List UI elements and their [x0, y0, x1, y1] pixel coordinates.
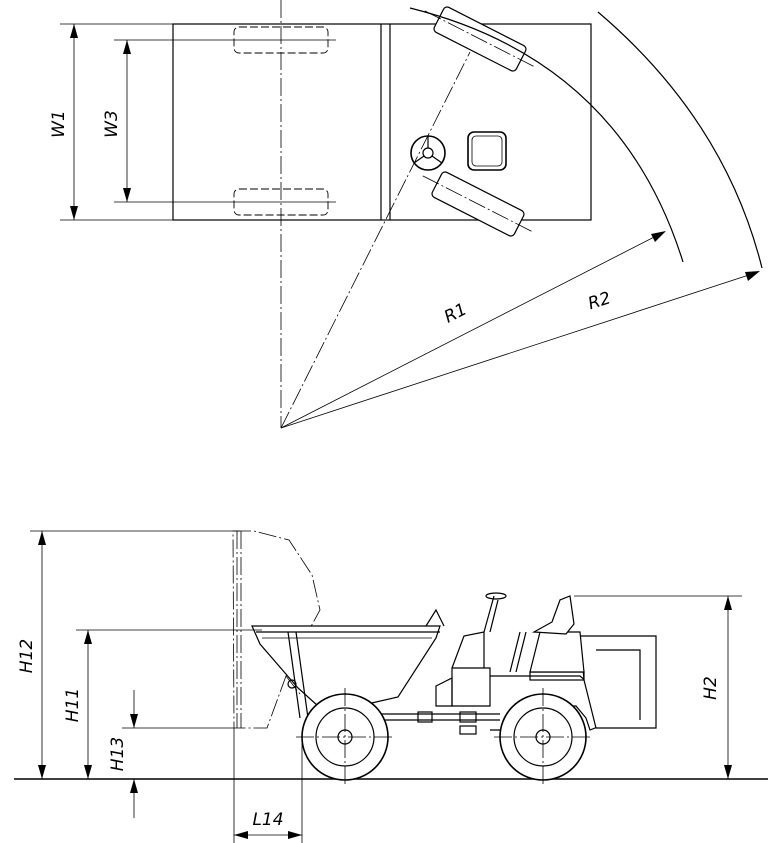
top-view: W1 W3 R1 R2 — [49, 0, 763, 429]
w3-dimension: W3 — [102, 39, 336, 203]
left-wheel — [296, 688, 394, 786]
chassis-outline — [172, 23, 592, 221]
operator-seat-icon — [467, 131, 507, 171]
l14-label: L14 — [252, 810, 283, 830]
h11-dimension: H11 — [63, 629, 262, 779]
h11-label: H11 — [63, 688, 83, 722]
r1-dimension: R1 — [280, 231, 666, 429]
h12-label: H12 — [17, 639, 37, 673]
steering-wheel-side-icon — [485, 592, 507, 600]
seat-base — [529, 631, 585, 673]
h12-dimension: H12 — [17, 530, 240, 779]
front-wheel-top — [424, 6, 536, 72]
steering-wheel-icon — [410, 135, 446, 171]
h2-label: H2 — [701, 676, 721, 700]
raised-skip-outline — [232, 530, 321, 729]
front-wheel-bottom — [422, 171, 534, 237]
operator-area — [435, 592, 585, 707]
r2-label: R2 — [586, 288, 614, 314]
r1-label: R1 — [441, 299, 470, 327]
l14-dimension: L14 — [233, 728, 303, 843]
h2-dimension: H2 — [574, 595, 742, 779]
chassis-side — [380, 635, 657, 735]
seat-back-icon — [531, 595, 575, 635]
w1-dimension: W1 — [49, 23, 173, 221]
h13-label: H13 — [108, 737, 128, 771]
h13-dimension: H13 — [108, 690, 234, 818]
right-wheel — [494, 688, 592, 786]
w3-label: W3 — [102, 110, 122, 138]
skip-ram — [287, 631, 309, 719]
lowered-skip — [251, 608, 445, 709]
outer-turn-arc — [597, 11, 763, 269]
r2-dimension: R2 — [280, 271, 760, 429]
inner-turn-arc — [409, 7, 684, 263]
side-view: H12 H11 H13 H2 — [14, 530, 768, 843]
front-axle-centerline — [280, 51, 471, 429]
w1-label: W1 — [49, 110, 69, 138]
